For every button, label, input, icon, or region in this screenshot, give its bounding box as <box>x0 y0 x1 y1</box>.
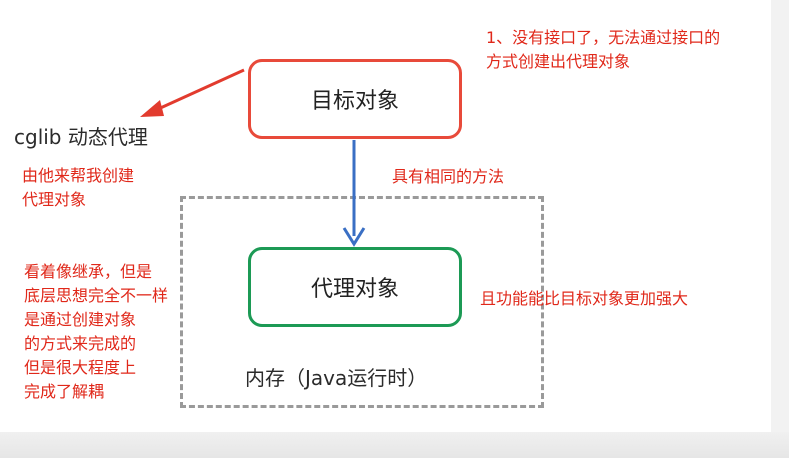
memory-label: 内存（Java运行时） <box>245 366 428 390</box>
memory-region <box>180 196 544 408</box>
note-line: 方式创建出代理对象 <box>486 52 631 71</box>
scroll-strip <box>771 0 789 458</box>
target-object-label: 目标对象 <box>310 89 399 114</box>
target-to-proxy-arrowhead <box>342 227 366 247</box>
note-inheritance: 看着像继承，但是 底层思想完全不一样 是通过创建对象 的方式来完成的 但是很大程… <box>24 260 168 404</box>
note-more-powerful: 且功能能比目标对象更加强大 <box>480 289 689 308</box>
proxy-object-label: 代理对象 <box>310 277 399 302</box>
note-line: 完成了解耦 <box>24 382 105 401</box>
note-line: 是通过创建对象 <box>24 310 137 329</box>
note-line: 的方式来完成的 <box>24 334 137 353</box>
target-object-box: 目标对象 <box>248 59 462 139</box>
cglib-pointer-arrow <box>155 68 245 112</box>
cglib-pointer-arrowhead <box>140 100 164 117</box>
note-line: 1、没有接口了，无法通过接口的 <box>486 28 721 47</box>
note-same-method: 具有相同的方法 <box>392 167 505 186</box>
proxy-object-box: 代理对象 <box>248 247 462 327</box>
bottom-bar <box>0 432 789 458</box>
note-line: 由他来帮我创建 <box>22 166 135 185</box>
note-creates-proxy: 由他来帮我创建 代理对象 <box>22 164 134 212</box>
note-line: 看着像继承，但是 <box>24 262 153 281</box>
note-line: 代理对象 <box>22 190 87 209</box>
note-no-interface: 1、没有接口了，无法通过接口的 方式创建出代理对象 <box>486 26 720 74</box>
note-line: 但是很大程度上 <box>24 358 137 377</box>
cglib-label: cglib 动态代理 <box>14 125 148 149</box>
note-line: 底层思想完全不一样 <box>24 286 169 305</box>
